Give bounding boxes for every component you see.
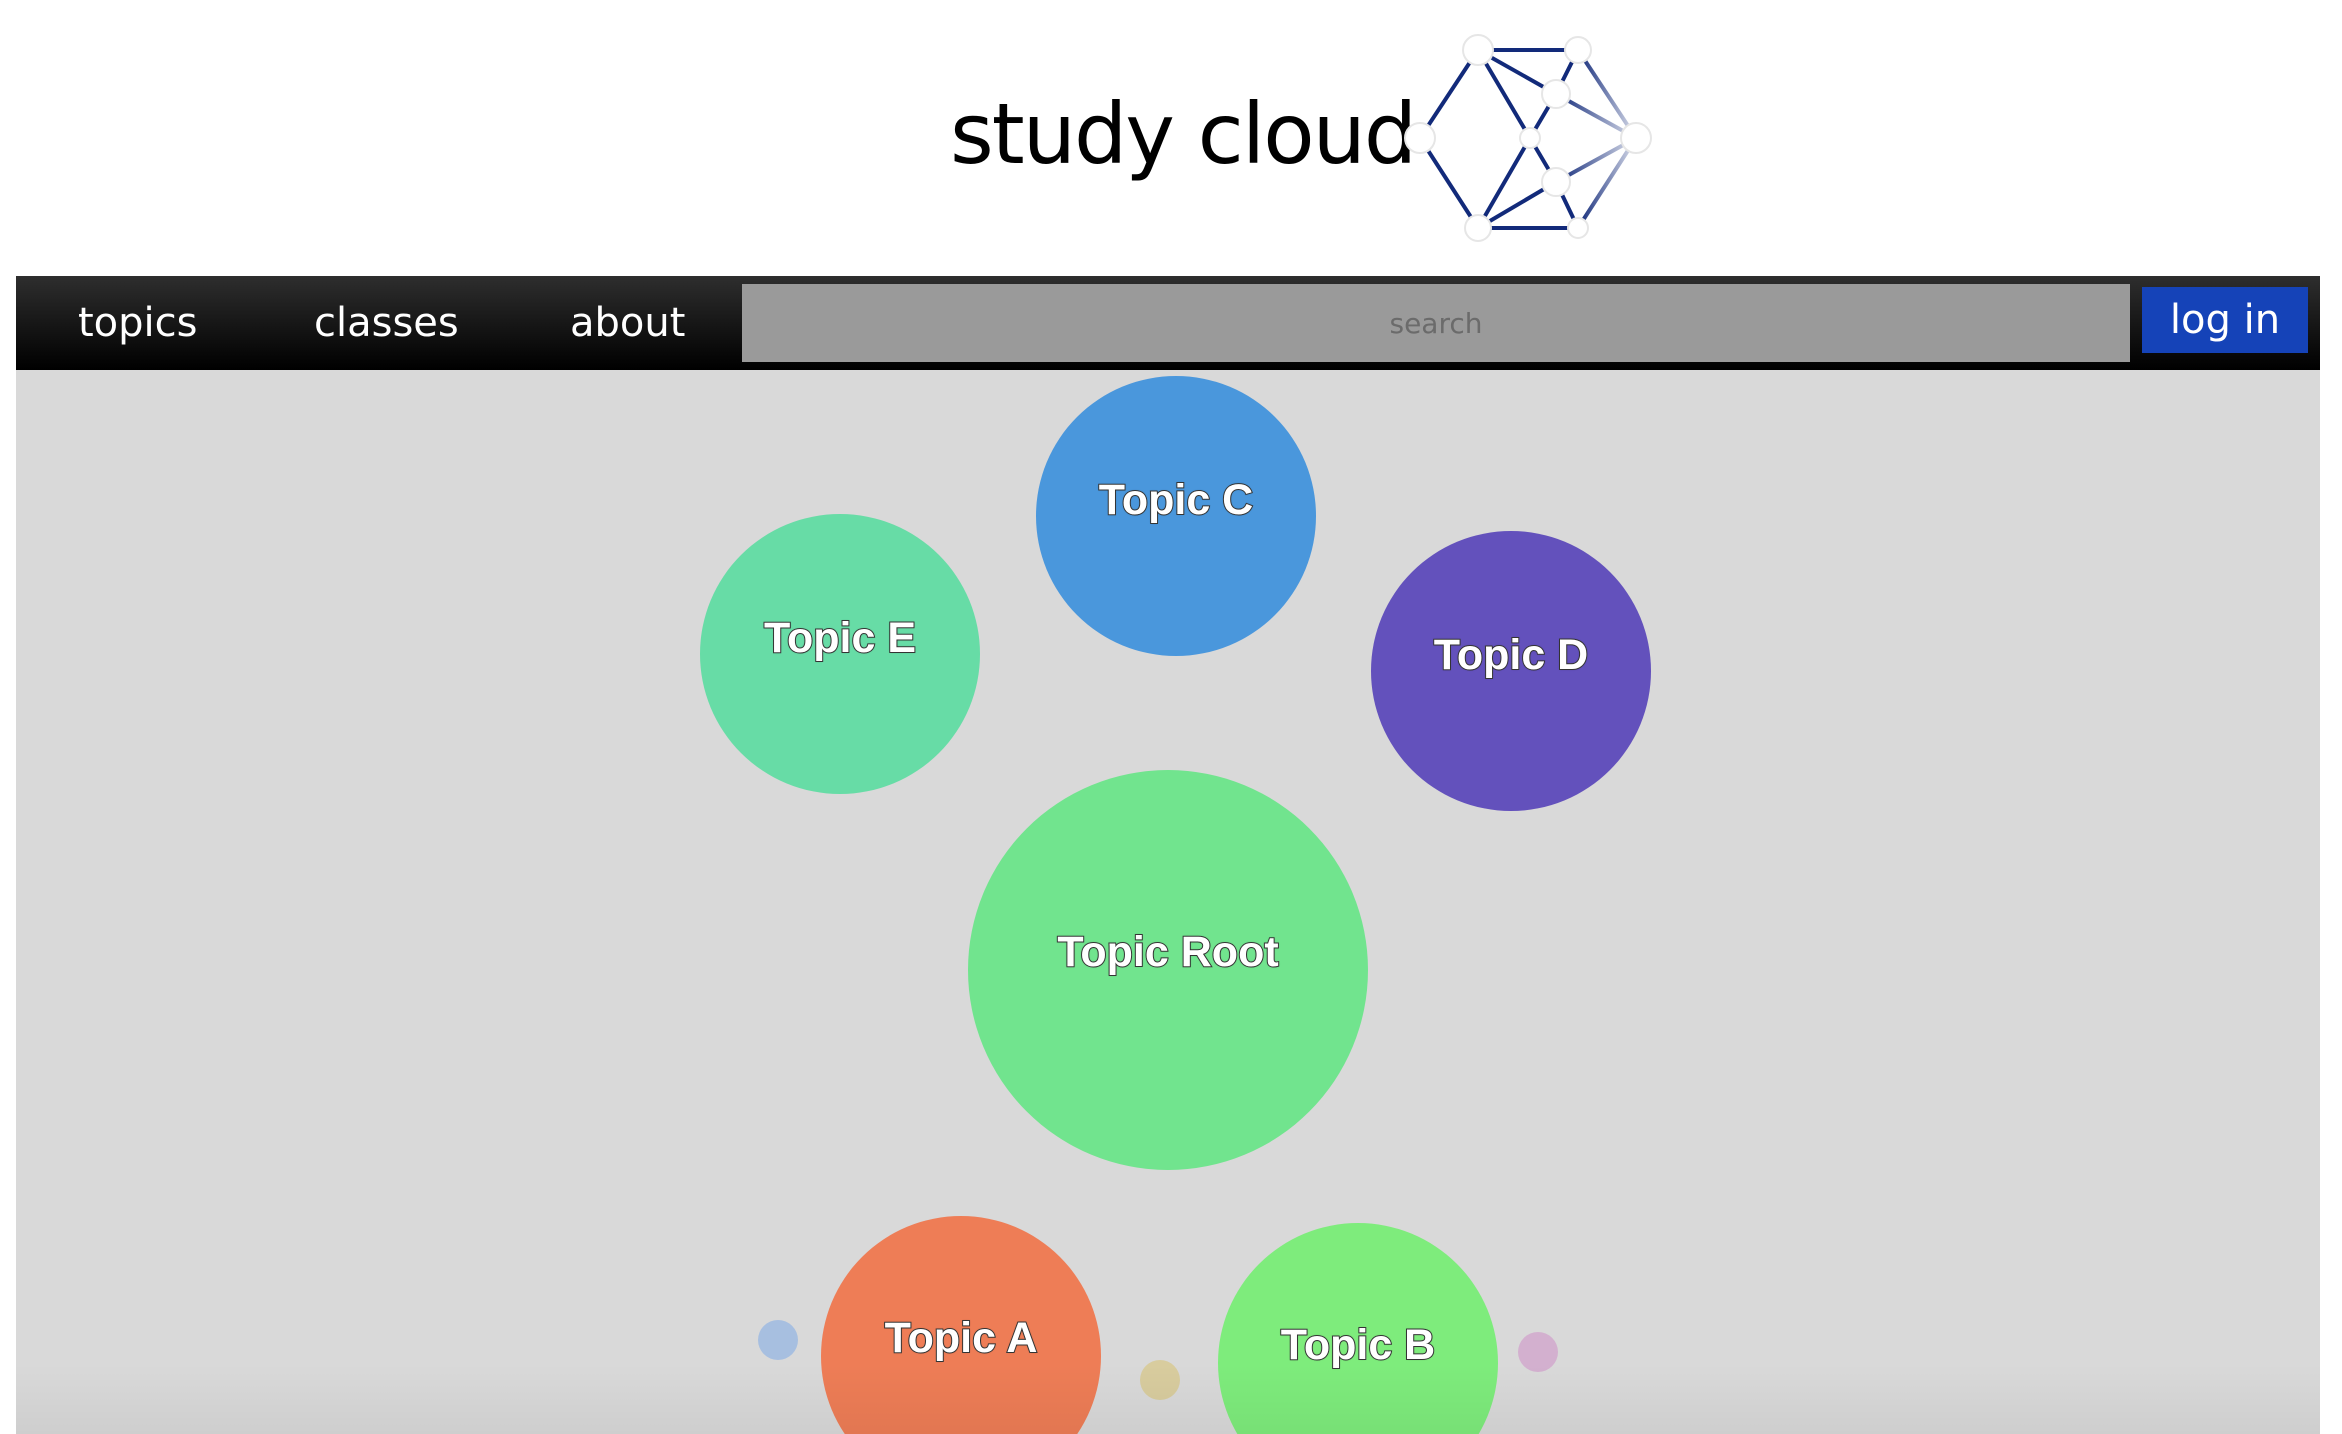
topic-bubble-d[interactable]: Topic D [1371,531,1651,811]
site-title[interactable]: study cloud [950,85,1417,183]
navbar: topics classes about log in [16,276,2320,370]
topic-label-a: Topic A [884,1313,1039,1363]
topic-bubble-a[interactable]: Topic A [821,1216,1101,1434]
login-button[interactable]: log in [2142,287,2308,353]
topic-bubble-c[interactable]: Topic C [1036,376,1316,656]
small-node-blue[interactable] [758,1320,798,1360]
nav-item-classes[interactable]: classes [314,300,459,346]
nav-item-topics[interactable]: topics [78,300,198,346]
topic-label-b: Topic B [1280,1320,1436,1370]
site-header: study cloud [0,0,2342,276]
nav-item-about[interactable]: about [570,300,686,346]
topic-bubble-e[interactable]: Topic E [700,514,980,794]
network-graph-icon[interactable] [1396,20,1666,252]
search-input[interactable] [742,284,2130,362]
topic-label-e: Topic E [763,613,917,663]
topic-label-d: Topic D [1433,630,1589,680]
topic-bubble-b[interactable]: Topic B [1218,1223,1498,1434]
topic-bubble-root[interactable]: Topic Root [968,770,1368,1170]
topic-graph-canvas[interactable]: Topic C Topic E Topic D Topic Root Topic… [16,370,2320,1434]
topic-label-root: Topic Root [1056,927,1279,977]
topic-label-c: Topic C [1098,475,1254,525]
small-node-yellow[interactable] [1140,1360,1180,1400]
canvas-bottom-shade [16,1364,2320,1434]
small-node-pink[interactable] [1518,1332,1558,1372]
